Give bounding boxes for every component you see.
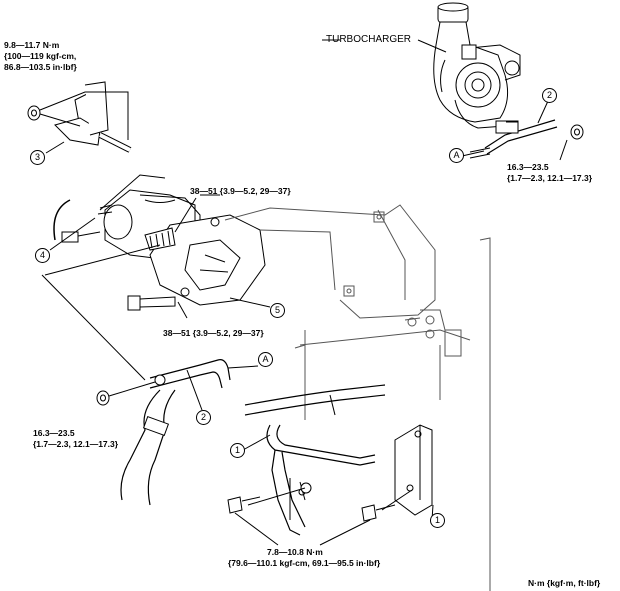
engine-block-outline [224, 204, 491, 591]
reference-a-turbo: A [449, 148, 464, 163]
starter-motor [97, 189, 266, 306]
callout-2-pipe: 2 [196, 410, 211, 425]
bolt-left [227, 496, 261, 514]
reference-a-pipe: A [258, 352, 273, 367]
torque-bracket-label-line1: 9.8—11.7 N·m [4, 40, 60, 50]
bolt-right [361, 504, 396, 522]
nut-turbo [570, 124, 584, 140]
callout-4: 4 [35, 248, 50, 263]
ground-cable-1 [244, 384, 386, 536]
bracket-1 [394, 424, 433, 516]
callout-1-bracket: 1 [430, 513, 445, 528]
starter-bolt [127, 295, 176, 311]
callout-5: 5 [270, 303, 285, 318]
units-legend: N·m {kgf·m, ft·lbf} [528, 578, 601, 588]
turbocharger-drawing [433, 2, 521, 129]
torque-bracket-label-line3: 86.8—103.5 in·lbf} [4, 62, 77, 72]
torque-bolts-label-line1: 7.8—10.8 N·m [267, 547, 323, 557]
oil-return-pipe-turbo [469, 119, 558, 159]
harness-4 [53, 199, 101, 243]
turbocharger-label: TURBOCHARGER [326, 34, 412, 45]
bracket-3 [54, 81, 132, 153]
nut-bracket [27, 105, 41, 121]
torque-starter-top-label: 38—51 {3.9—5.2, 29—37} [190, 186, 291, 196]
torque-turbo-label-line1: 16.3—23.5 [507, 162, 549, 172]
torque-turbo-label-line2: {1.7—2.3, 12.1—17.3} [507, 173, 593, 183]
torque-pipe-label-line2: {1.7—2.3, 12.1—17.3} [33, 439, 119, 449]
oil-pipe-lower [120, 359, 259, 506]
torque-bracket-label-line2: {100—119 kgf-cm, [4, 51, 77, 61]
torque-pipe-label-line1: 16.3—23.5 [33, 428, 75, 438]
callout-1-cable: 1 [230, 443, 245, 458]
torque-bolts-label-line2: {79.6—110.1 kgf-cm, 69.1—95.5 in·lbf} [228, 558, 381, 568]
torque-starter-bottom-label: 38—51 {3.9—5.2, 29—37} [163, 328, 264, 338]
callout-2-turbo: 2 [542, 88, 557, 103]
nut-pipe [96, 390, 110, 406]
callout-3: 3 [30, 150, 45, 165]
